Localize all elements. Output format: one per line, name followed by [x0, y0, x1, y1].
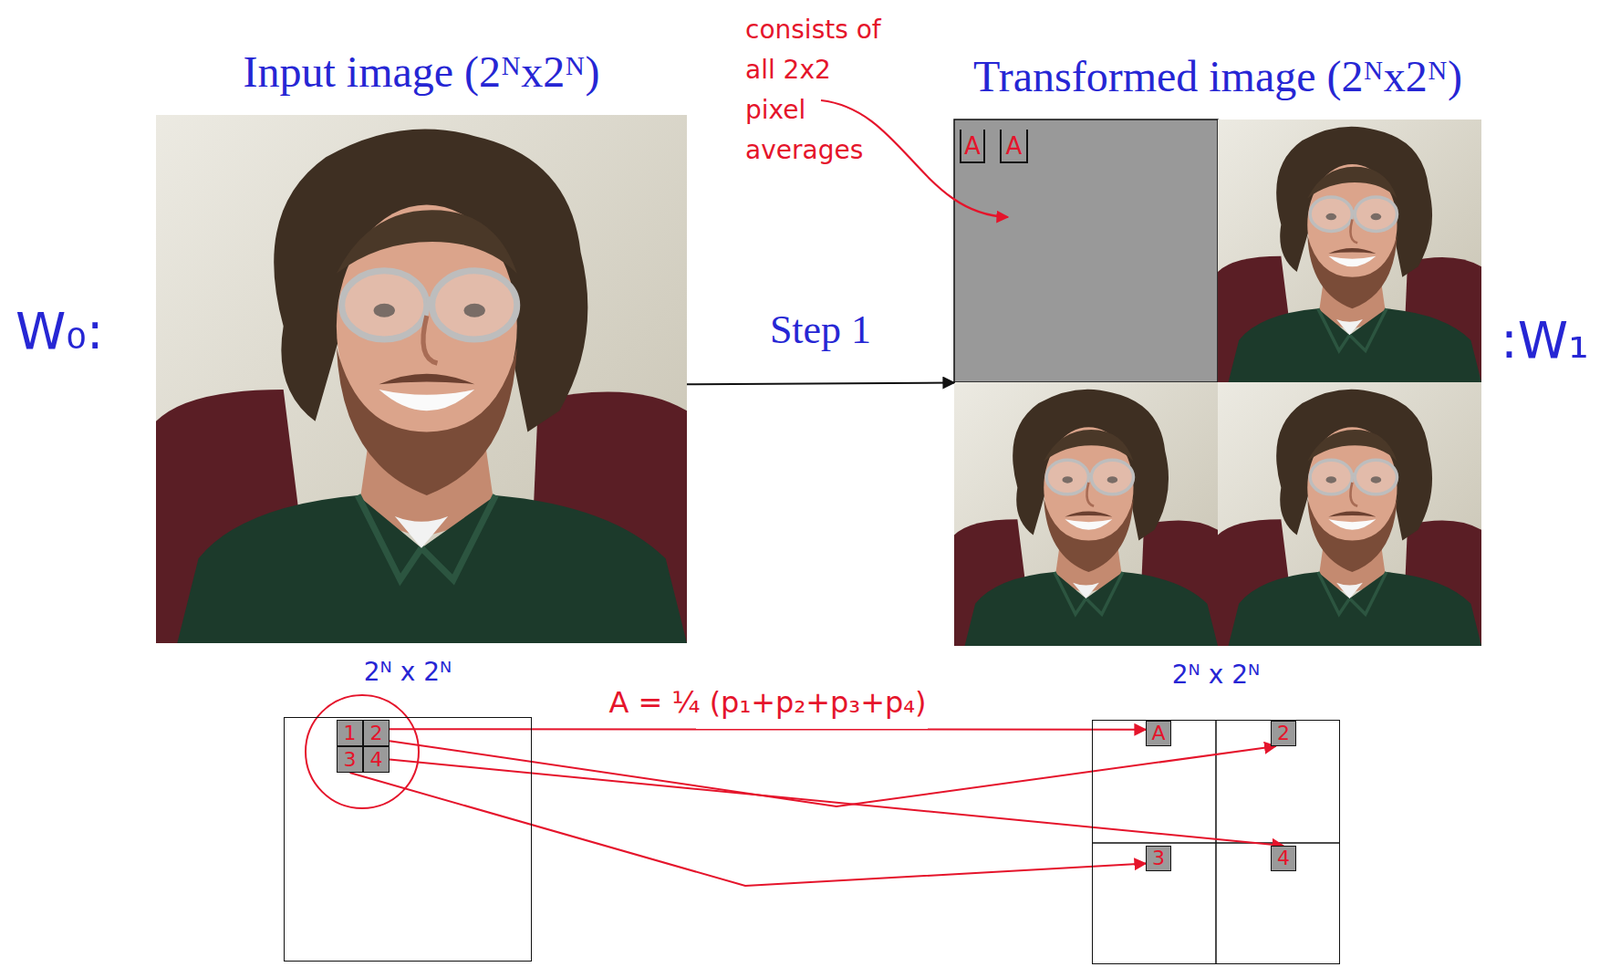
pixel-label: A [1006, 134, 1023, 158]
input-grid: 2ᴺ x 2ᴺ1234 [283, 716, 532, 962]
average-quadrant [954, 119, 1218, 383]
matrix-name: :W₁ [1500, 310, 1590, 371]
pixel-box: 1 [336, 719, 364, 747]
connector-arrow [389, 759, 1284, 847]
pixel-box: 4 [363, 746, 390, 773]
average-marker: A [999, 129, 1029, 164]
connector-arrow [389, 727, 1146, 731]
output-grid: 2ᴺ x 2ᴺA234 [1091, 719, 1341, 965]
pixel-box: 4 [1270, 845, 1297, 872]
detail-photo [1217, 382, 1482, 646]
quadrant-divider [1215, 719, 1217, 965]
pixel-label: 3 [343, 749, 357, 770]
annotation-note: consists of all 2x2 pixel averages [745, 10, 892, 171]
input-photo [155, 114, 687, 644]
block-circle [305, 695, 419, 809]
pixel-box: 2 [363, 719, 390, 747]
pixel-box: A [1145, 720, 1172, 747]
pixel-label: 4 [1277, 848, 1290, 869]
pixel-label: 4 [370, 749, 384, 770]
average-marker: A [959, 129, 986, 164]
edge-label: Step 1 [769, 308, 872, 353]
connector-arrow [389, 740, 1277, 807]
size-label: 2ᴺ x 2ᴺ [363, 658, 452, 687]
image-title: Transformed image (2ᴺx2ᴺ) [973, 52, 1463, 102]
quadrant-divider [1091, 841, 1341, 844]
pixel-label: 1 [343, 723, 357, 744]
detail-photo [954, 382, 1218, 646]
transformed-image: Transformed image (2ᴺx2ᴺ)AA [954, 119, 1482, 646]
connector-arrow [350, 772, 1147, 886]
pixel-label: A [964, 134, 981, 158]
input-image: Input image (2ᴺx2ᴺ) [155, 114, 687, 644]
connector-arrow [686, 383, 955, 385]
pixel-box: 2 [1270, 720, 1297, 747]
edge-label: A = ¼ (p₁+p₂+p₃+p₄) [608, 687, 926, 720]
detail-photo [1217, 119, 1482, 383]
image-title: Input image (2ᴺx2ᴺ) [243, 48, 601, 97]
pixel-label: 3 [1152, 848, 1165, 869]
pixel-label: A [1151, 723, 1165, 744]
pixel-box: 3 [336, 746, 364, 773]
matrix-name: W₀: [15, 301, 104, 362]
pixel-label: 2 [370, 723, 384, 744]
pixel-label: 2 [1277, 723, 1290, 744]
pixel-box: 3 [1145, 845, 1172, 872]
size-label: 2ᴺ x 2ᴺ [1172, 661, 1260, 690]
